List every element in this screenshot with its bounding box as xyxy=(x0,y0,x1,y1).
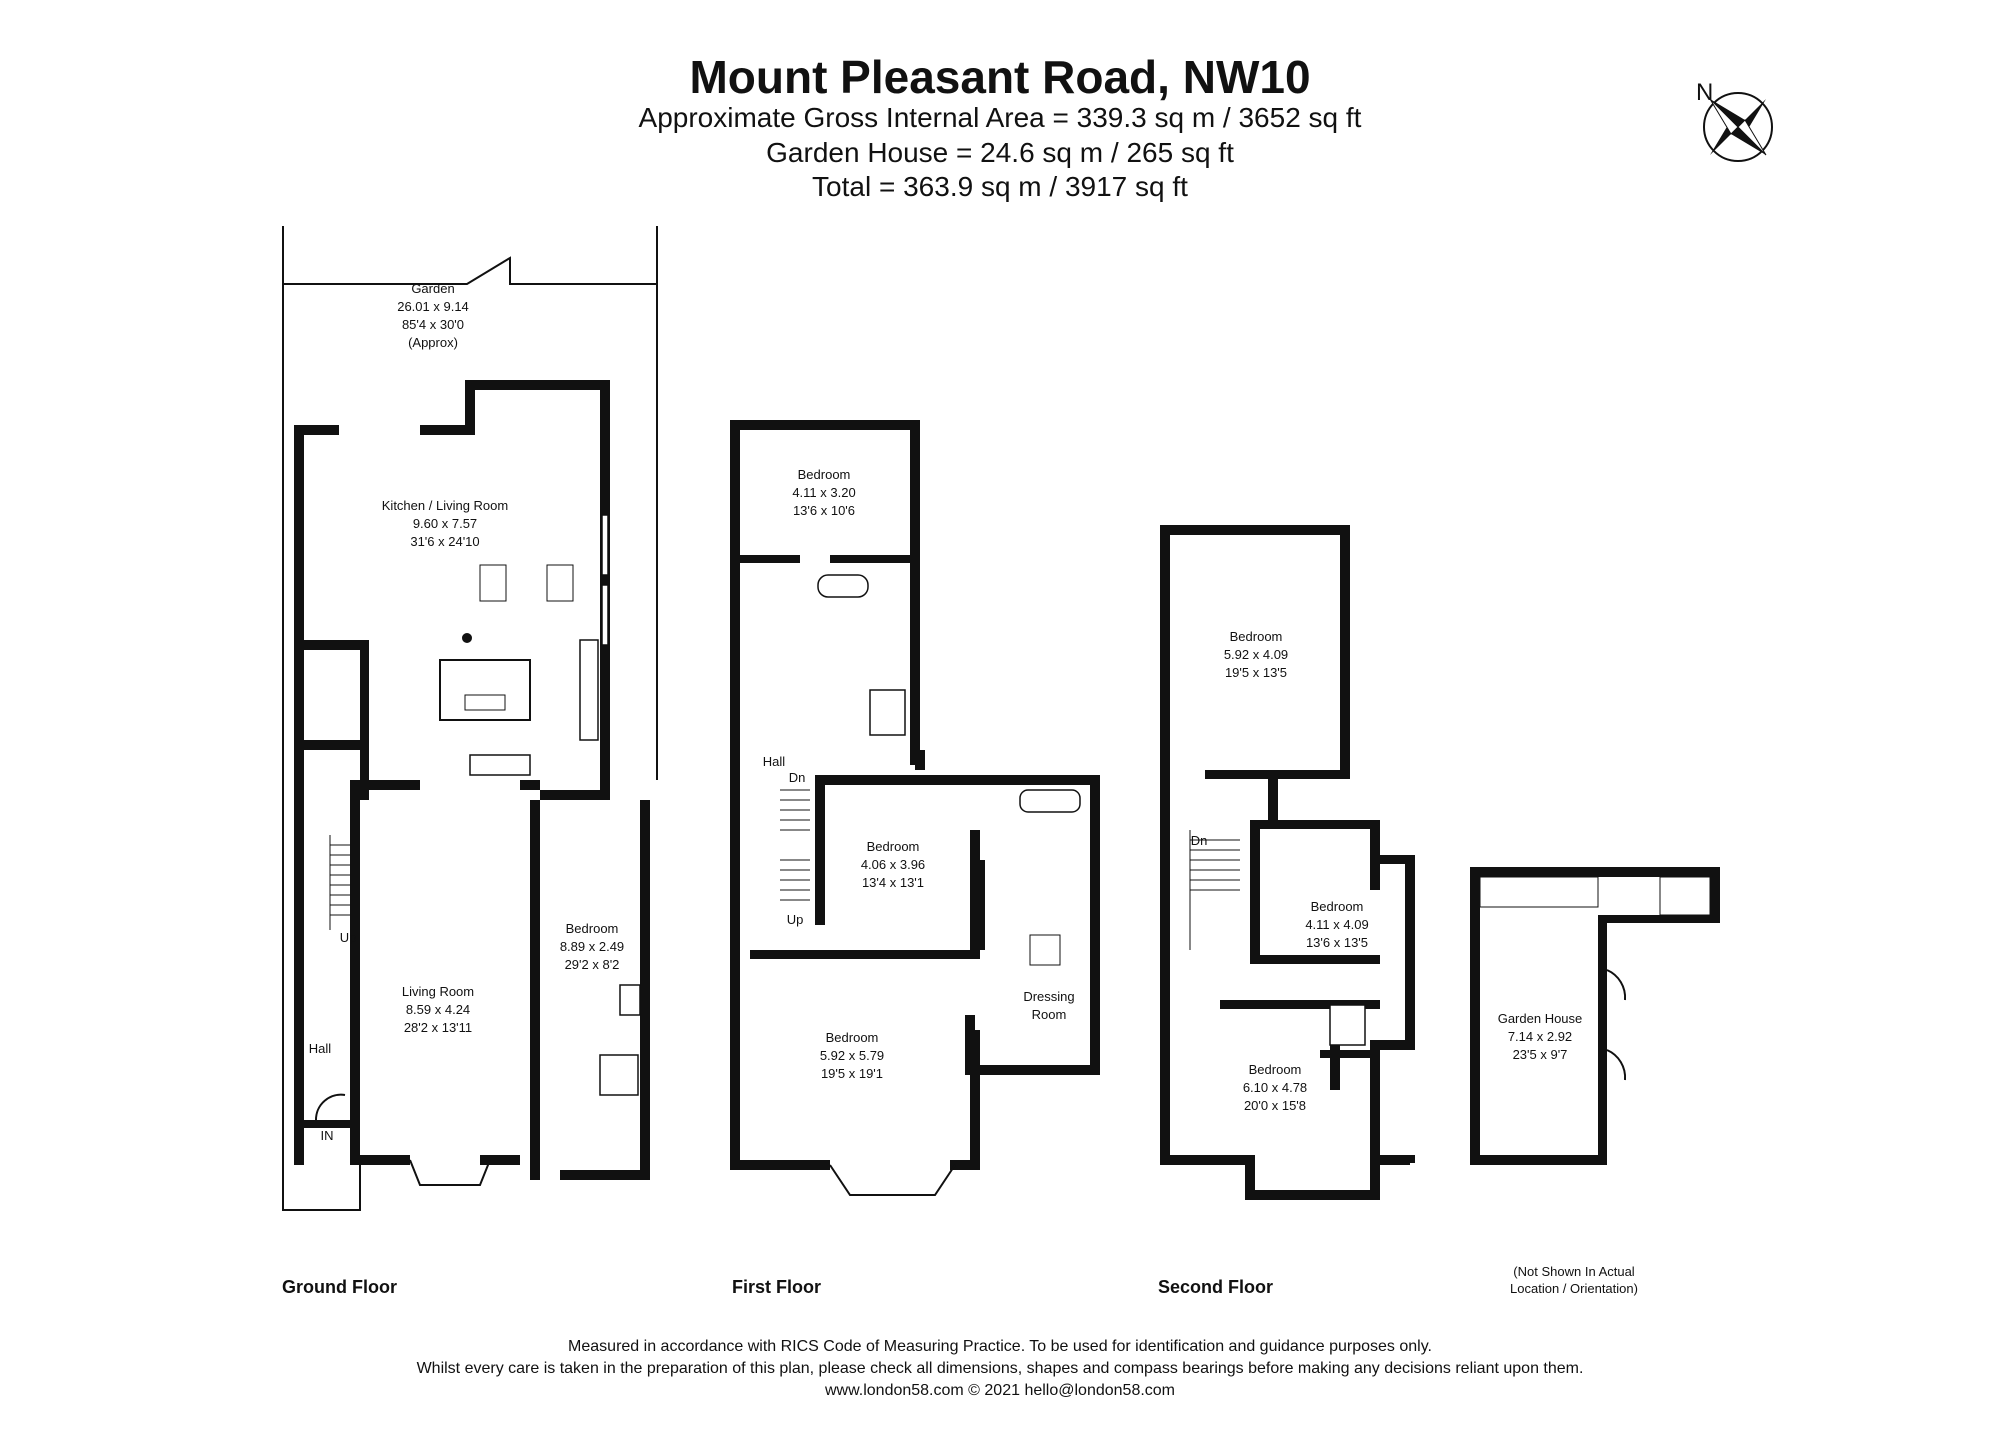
first-bedroom-mid-name: Bedroom xyxy=(867,839,920,854)
entrance-in-label: IN xyxy=(321,1128,334,1143)
garden-house-name: Garden House xyxy=(1498,1011,1583,1026)
first-bedroom-bottom-metric: 5.92 x 5.79 xyxy=(820,1048,884,1063)
first-bedroom-mid-metric: 4.06 x 3.96 xyxy=(861,857,925,872)
compass-icon: N xyxy=(1696,79,1773,162)
first-stairs-down-label: Dn xyxy=(789,770,806,785)
dressing-room-line2: Room xyxy=(1032,1007,1067,1022)
garden-house-imperial: 23'5 x 9'7 xyxy=(1513,1047,1568,1062)
ground-floor-plan xyxy=(282,226,658,1211)
second-bedroom-bottom-imperial: 20'0 x 15'8 xyxy=(1244,1098,1306,1113)
garden-name: Garden xyxy=(411,281,454,296)
garden-house-plan xyxy=(1470,867,1720,1165)
first-floor-label: First Floor xyxy=(732,1277,821,1297)
garden-house-area: Garden House = 24.6 sq m / 265 sq ft xyxy=(766,137,1234,168)
total-area: Total = 363.9 sq m / 3917 sq ft xyxy=(812,171,1188,202)
ground-bedroom-name: Bedroom xyxy=(566,921,619,936)
second-bedroom-bottom-metric: 6.10 x 4.78 xyxy=(1243,1080,1307,1095)
footer-disclaimer-1: Measured in accordance with RICS Code of… xyxy=(568,1338,1432,1355)
second-bedroom-bottom-name: Bedroom xyxy=(1249,1062,1302,1077)
first-hall-label: Hall xyxy=(763,754,786,769)
second-stairs-down-label: Dn xyxy=(1191,833,1208,848)
first-bedroom-mid-imperial: 13'4 x 13'1 xyxy=(862,875,924,890)
second-bedroom-top-metric: 5.92 x 4.09 xyxy=(1224,647,1288,662)
living-room-name: Living Room xyxy=(402,984,474,999)
ground-stairs-up-label: Up xyxy=(340,930,357,945)
footer-disclaimer-2: Whilst every care is taken in the prepar… xyxy=(416,1360,1584,1377)
second-floor-label: Second Floor xyxy=(1158,1277,1273,1297)
garden-imperial: 85'4 x 30'0 xyxy=(402,317,464,332)
dressing-room-line1: Dressing xyxy=(1023,989,1074,1004)
garden-house-note-line1: (Not Shown In Actual xyxy=(1513,1264,1635,1279)
first-bedroom-top-imperial: 13'6 x 10'6 xyxy=(793,503,855,518)
kitchen-name: Kitchen / Living Room xyxy=(382,498,508,513)
ground-floor-label: Ground Floor xyxy=(282,1277,397,1297)
ground-hall-label: Hall xyxy=(309,1041,332,1056)
garden-house-note-line2: Location / Orientation) xyxy=(1510,1281,1638,1296)
garden-house-metric: 7.14 x 2.92 xyxy=(1508,1029,1572,1044)
first-bedroom-top-name: Bedroom xyxy=(798,467,851,482)
gross-internal-area: Approximate Gross Internal Area = 339.3 … xyxy=(638,102,1362,133)
first-bedroom-top-metric: 4.11 x 3.20 xyxy=(792,485,855,500)
compass-north-label: N xyxy=(1696,79,1713,106)
second-bedroom-top-name: Bedroom xyxy=(1230,629,1283,644)
second-bedroom-mid-name: Bedroom xyxy=(1311,899,1364,914)
second-bedroom-top-imperial: 19'5 x 13'5 xyxy=(1225,665,1287,680)
footer-contact: www.london58.com © 2021 hello@london58.c… xyxy=(824,1382,1176,1399)
first-bedroom-bottom-name: Bedroom xyxy=(826,1030,879,1045)
ground-bedroom-metric: 8.89 x 2.49 xyxy=(560,939,624,954)
living-room-imperial: 28'2 x 13'11 xyxy=(404,1020,472,1035)
garden-note: (Approx) xyxy=(408,335,458,350)
second-bedroom-mid-metric: 4.11 x 4.09 xyxy=(1305,917,1368,932)
plan-title: Mount Pleasant Road, NW10 xyxy=(689,51,1311,103)
second-floor-plan xyxy=(1160,525,1415,1200)
second-bedroom-mid-imperial: 13'6 x 13'5 xyxy=(1306,935,1368,950)
kitchen-metric: 9.60 x 7.57 xyxy=(413,516,477,531)
living-room-metric: 8.59 x 4.24 xyxy=(406,1002,470,1017)
first-floor-plan xyxy=(730,420,1100,1196)
first-stairs-up-label: Up xyxy=(787,912,804,927)
garden-metric: 26.01 x 9.14 xyxy=(397,299,469,314)
ground-bedroom-imperial: 29'2 x 8'2 xyxy=(565,957,620,972)
kitchen-imperial: 31'6 x 24'10 xyxy=(410,534,479,549)
first-bedroom-bottom-imperial: 19'5 x 19'1 xyxy=(821,1066,883,1081)
